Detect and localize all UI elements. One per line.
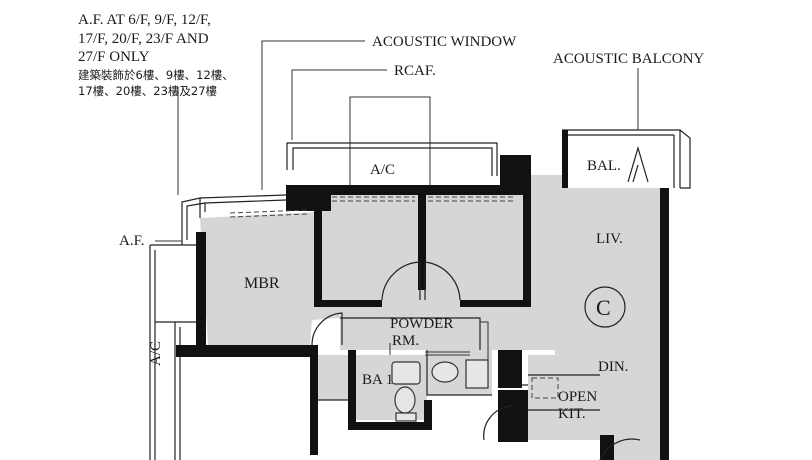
walls — [176, 130, 669, 460]
unit-marker-label: C — [596, 295, 611, 320]
room-fills — [200, 175, 660, 460]
wash-basin — [391, 361, 421, 385]
bedroom-2-floor — [318, 195, 422, 305]
balcony-door-shape — [627, 145, 649, 183]
windows — [229, 196, 515, 218]
text-labels: A.F. AT 6/F, 9/F, 12/F, 17/F, 20/F, 23/F… — [78, 12, 704, 422]
powder-toilet — [431, 361, 459, 383]
rcaf-bracket — [349, 96, 431, 185]
af-note-en-3: 27/F ONLY — [78, 49, 150, 65]
acoustic-window-leader — [261, 40, 365, 190]
corridor-floor — [340, 305, 527, 350]
af-note-zh-2: 17樓、20樓、23樓及27樓 — [78, 84, 218, 98]
ac-top-label: A/C — [370, 162, 395, 178]
powder-leader — [480, 321, 489, 378]
powder-label: POWDER — [390, 316, 453, 332]
ac-left-label: A/C — [148, 341, 164, 366]
af-note-en-2: 17/F, 20/F, 23/F AND — [78, 31, 209, 47]
acoustic-window-label: ACOUSTIC WINDOW — [372, 34, 517, 50]
doors — [311, 261, 641, 460]
fixtures — [391, 145, 649, 422]
din-label: DIN. — [598, 359, 628, 375]
acoustic-balcony-label: ACOUSTIC BALCONY — [553, 51, 704, 67]
kitchen-cooktop — [531, 377, 559, 399]
bal-label: BAL. — [587, 158, 621, 174]
mbr-label: MBR — [244, 275, 280, 292]
af-label: A.F. — [119, 233, 144, 249]
bedroom-3-floor — [422, 195, 527, 305]
rcaf-leader — [291, 69, 387, 140]
sliding-door — [425, 351, 470, 356]
liv-label: LIV. — [596, 231, 623, 247]
toilet-tank — [395, 412, 417, 422]
kit-label: KIT. — [558, 406, 586, 422]
mbr-floor — [200, 212, 340, 345]
powder-rm-label: RM. — [392, 333, 419, 349]
af-note-zh-1: 建築裝飾於6樓、9樓、12樓、 — [78, 68, 234, 82]
powder-basin — [465, 359, 489, 389]
side-strip-floor — [316, 355, 352, 400]
af-note-en-1: A.F. AT 6/F, 9/F, 12/F, — [78, 12, 211, 28]
rcaf-label: RCAF. — [394, 63, 436, 79]
ba1-label: BA 1 — [362, 372, 393, 388]
unit-marker-circle — [584, 286, 626, 328]
leader-lines — [155, 40, 639, 378]
open-label: OPEN — [558, 389, 597, 405]
toilet-bowl — [394, 386, 416, 414]
